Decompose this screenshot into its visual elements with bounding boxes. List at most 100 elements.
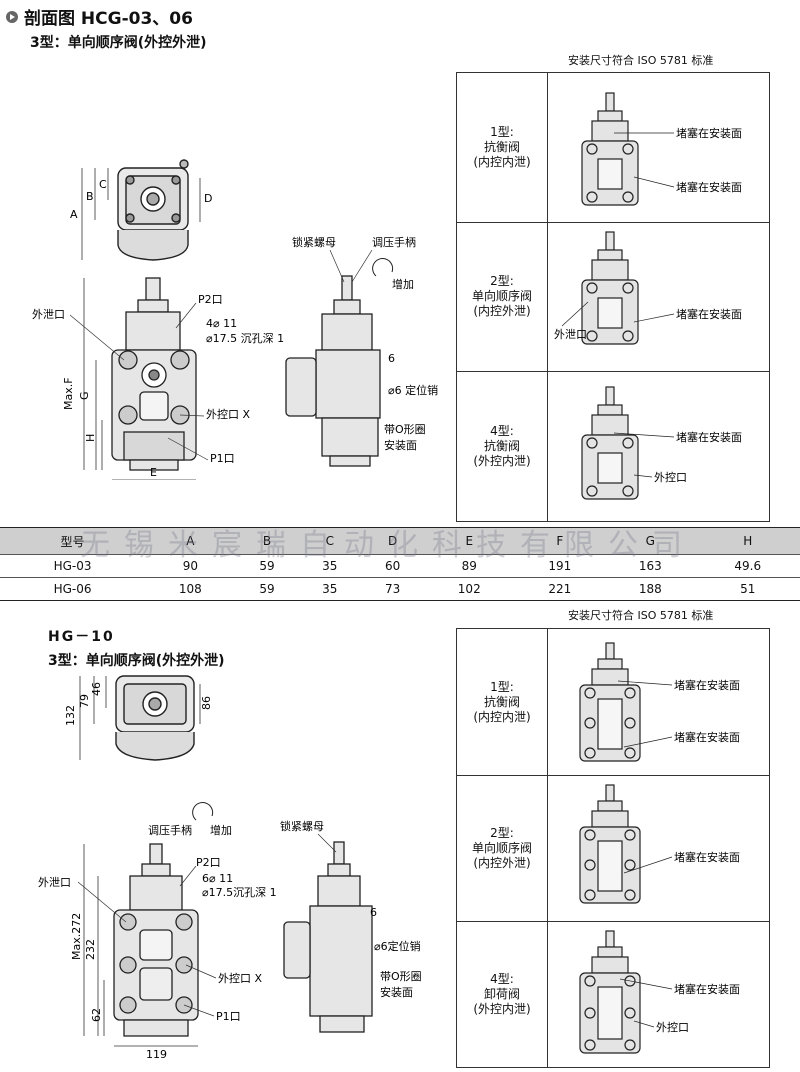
type-name: 1型: <box>490 125 514 139</box>
dim-6-label: 6 <box>388 352 395 365</box>
callout-plug: 堵塞在安装面 <box>676 307 742 321</box>
dim-b-label: B <box>86 190 94 203</box>
type-desc: 抗衡阀 <box>483 438 520 453</box>
increase-label: 增加 <box>392 277 414 291</box>
type-desc: 单向顺序阀 <box>471 289 532 303</box>
type-4-drawing: 堵塞在安装面 外控口 <box>579 930 740 1054</box>
dim-119-label: 119 <box>146 1048 167 1060</box>
rotate-arrow-icon <box>372 258 394 277</box>
col-header: 型号 <box>0 527 146 555</box>
dim-6-label: 6 <box>370 906 377 919</box>
oring-label-2: 安装面 <box>384 438 417 452</box>
type-name: 2型: <box>490 274 514 288</box>
callout-plug: 堵塞在安装面 <box>676 430 742 444</box>
callout-plug-2: 堵塞在安装面 <box>674 730 740 744</box>
type-desc: 抗衡阀 <box>483 140 520 154</box>
callout-plug: 堵塞在安装面 <box>674 850 740 864</box>
table-cell: HG-06 <box>0 577 146 601</box>
drain-port-label: 外泄口 <box>32 308 65 321</box>
table-cell: 35 <box>298 577 362 601</box>
drain-port-label: 外泄口 <box>38 876 71 889</box>
type-box-2: 1型: 抗衡阀 (内控内泄) 堵塞在安装面 堵塞在安装面 2型: 单向顺序阀 <box>456 628 770 1068</box>
type-desc2: (外控内泄) <box>473 453 531 468</box>
type-desc2: (内控外泄) <box>473 304 531 318</box>
pressure-handle-label: 调压手柄 <box>372 235 416 249</box>
p1-port-label: P1口 <box>210 452 235 465</box>
table-cell: 191 <box>514 554 606 578</box>
dim-d-label: D <box>204 192 212 205</box>
front-view <box>113 843 199 1037</box>
dim-132-label: 132 <box>64 705 77 726</box>
table-row: HG-03 90 59 35 60 89 191 163 49.6 <box>0 554 800 578</box>
ext-ctrl-x-label: 外控口 X <box>206 407 250 421</box>
type-name: 4型: <box>490 423 514 438</box>
dim-86-label: 86 <box>200 696 213 710</box>
callout-ext-ctrl: 外控口 <box>656 1020 689 1034</box>
dim-272-label: Max.272 <box>70 913 83 960</box>
col-header: C <box>298 527 362 555</box>
type-1-drawing: 堵塞在安装面 堵塞在安装面 <box>581 92 742 206</box>
table-row: HG-06 108 59 35 73 102 221 188 51 <box>0 577 800 601</box>
callout-plug: 堵塞在安装面 <box>674 982 740 996</box>
p2-port-label: P2口 <box>196 856 221 869</box>
table-cell: 49.6 <box>695 554 800 578</box>
dim-h-label: H <box>84 434 97 442</box>
type-box-1: 1型: 抗衡阀 (内控内泄) 堵塞在安装面 堵塞在安装面 2型: 单向顺序阀 <box>456 72 770 522</box>
increase-label: 增加 <box>210 823 232 837</box>
bullet-icon <box>6 10 18 23</box>
section2-title: HG－10 <box>48 629 115 645</box>
section-title-text: 剖面图 HCG-03、06 <box>24 9 193 29</box>
type-name: 4型: <box>490 971 514 986</box>
iso-note: 安装尺寸符合 ISO 5781 标准 <box>568 54 714 67</box>
type-2-drawing: 外泄口 堵塞在安装面 <box>554 231 742 345</box>
table-cell: 221 <box>514 577 606 601</box>
type-desc: 抗衡阀 <box>483 694 520 709</box>
type-name: 1型: <box>490 679 514 694</box>
table-cell: 51 <box>695 577 800 601</box>
dim-e-label: E <box>150 466 157 479</box>
type-1-drawing: 堵塞在安装面 堵塞在安装面 <box>579 642 740 762</box>
side-view <box>283 841 373 1033</box>
iso-note-2: 安装尺寸符合 ISO 5781 标准 <box>568 609 714 622</box>
valve-drawing-hcg: A B C D Max.F G H E 外泄口 P2口 4⌀ 11 ⌀17.5 … <box>32 159 438 480</box>
type-2-drawing: 堵塞在安装面 <box>579 784 740 904</box>
dim-46-label: 46 <box>90 682 103 696</box>
type-desc2: (内控内泄) <box>473 155 531 169</box>
callout-ext-ctrl: 外控口 <box>654 470 687 484</box>
dim-232-label: 232 <box>84 939 97 960</box>
table-cell: 89 <box>424 554 515 578</box>
table-cell: 59 <box>235 554 299 578</box>
table-cell: 163 <box>605 554 696 578</box>
callout-plug: 堵塞在安装面 <box>674 678 740 692</box>
type-row: 4型: 抗衡阀 (外控内泄) 堵塞在安装面 外控口 <box>457 371 769 521</box>
section-title: 剖面图 HCG-03、06 <box>6 4 193 29</box>
ext-ctrl-x-label: 外控口 X <box>218 971 262 985</box>
section2-subtitle: 3型：单向顺序阀(外控外泄) <box>48 653 225 669</box>
type-desc2: (内控内泄) <box>473 709 531 724</box>
callout-plug: 堵塞在安装面 <box>676 126 742 140</box>
valve-drawing-hg10: 132 79 46 86 Max.272 232 62 119 调压手柄 增加 … <box>38 675 422 1060</box>
col-header: D <box>361 527 424 555</box>
top-view <box>115 675 195 761</box>
oring-label-1: 带O形圈 <box>384 423 426 436</box>
dim-g-label: G <box>78 391 91 400</box>
pin-label: ⌀6 定位销 <box>388 383 438 397</box>
bolt-spec-2: ⌀17.5沉孔深 1 <box>202 886 277 899</box>
table-cell: HG-03 <box>0 554 146 578</box>
col-header: B <box>235 527 299 555</box>
pressure-handle-label: 调压手柄 <box>148 823 192 837</box>
col-header: G <box>605 527 696 555</box>
table-cell: 102 <box>424 577 515 601</box>
type-row: 1型: 抗衡阀 (内控内泄) 堵塞在安装面 堵塞在安装面 <box>457 629 769 776</box>
table-cell: 108 <box>145 577 236 601</box>
top-view <box>117 159 189 261</box>
table-cell: 35 <box>298 554 362 578</box>
col-header: A <box>145 527 236 555</box>
table-cell: 90 <box>145 554 236 578</box>
type-row: 4型: 卸荷阀 (外控内泄) 堵塞在安装面 外控口 <box>457 921 769 1067</box>
table-cell: 59 <box>235 577 299 601</box>
lock-nut-label: 锁紧螺母 <box>292 235 336 249</box>
lock-nut-label: 锁紧螺母 <box>280 819 324 833</box>
callout-drain: 外泄口 <box>554 328 587 341</box>
front-view <box>111 277 197 471</box>
